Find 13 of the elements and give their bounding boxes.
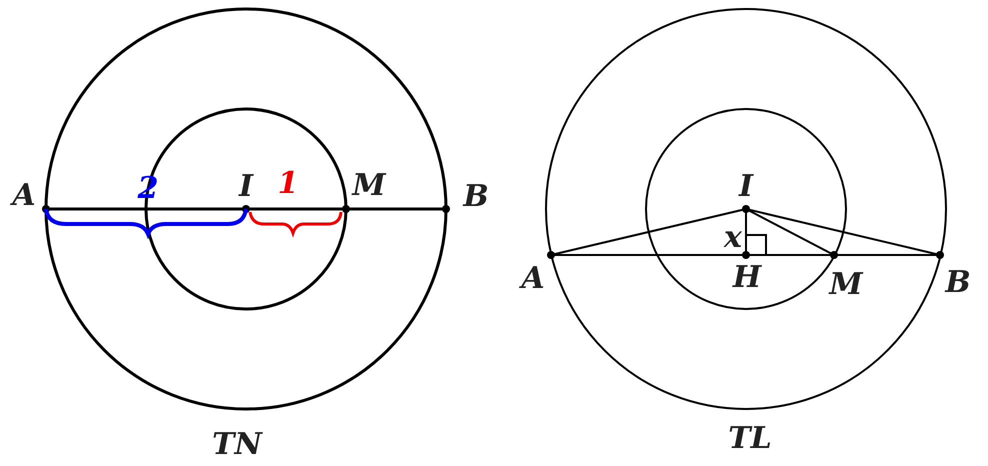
point-label: I bbox=[238, 172, 254, 202]
point-label: A bbox=[521, 264, 545, 294]
point-label: M bbox=[829, 270, 863, 300]
point-label: B bbox=[945, 268, 971, 298]
length-label: x bbox=[724, 223, 742, 253]
length-label: 1 bbox=[278, 169, 298, 199]
figure-label: TL bbox=[728, 424, 772, 454]
figure-label: TN bbox=[212, 430, 262, 460]
point-label: A bbox=[12, 181, 36, 211]
point-label: M bbox=[352, 171, 386, 201]
point-label: H bbox=[732, 263, 762, 293]
point-label: B bbox=[463, 182, 489, 212]
point-label: I bbox=[738, 172, 754, 202]
